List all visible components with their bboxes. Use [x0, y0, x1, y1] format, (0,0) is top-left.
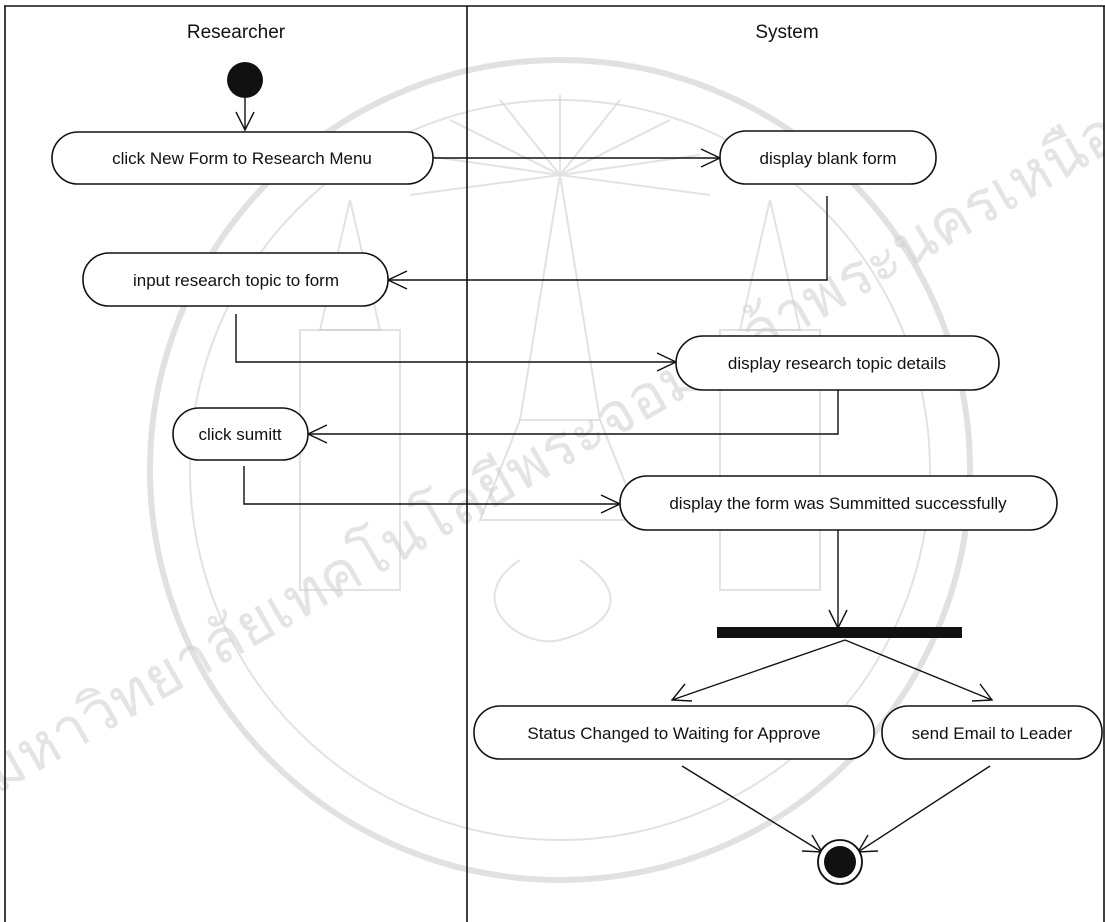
- action-label: input research topic to form: [133, 271, 339, 290]
- action-send-email: send Email to Leader: [881, 705, 1103, 760]
- initial-node: [227, 62, 263, 98]
- swimlane-frame: [4, 5, 1105, 922]
- arrowhead: [971, 683, 994, 702]
- edge-fork-to-status-changed: [671, 639, 846, 701]
- edge-send-email-to-final: [857, 765, 991, 853]
- edge-display-blank-form-to-input-topic: [388, 196, 828, 281]
- action-label: click sumitt: [198, 425, 281, 444]
- fork-bar: [717, 627, 962, 638]
- final-node: [817, 839, 863, 885]
- lane-title-researcher: Researcher: [187, 22, 286, 43]
- action-label: Status Changed to Waiting for Approve: [527, 724, 820, 743]
- arrowhead-start: [235, 111, 255, 132]
- action-input-topic: input research topic to form: [82, 252, 389, 307]
- action-display-topic-details: display research topic details: [675, 335, 1000, 391]
- action-display-submitted: display the form was Summitted successfu…: [619, 475, 1058, 531]
- action-click-submit: click sumitt: [172, 407, 309, 461]
- edge-display-details-to-click-submit: [308, 390, 839, 435]
- action-label: click New Form to Research Menu: [112, 149, 372, 168]
- action-display-blank-form: display blank form: [719, 130, 937, 185]
- action-label: send Email to Leader: [912, 724, 1073, 743]
- lane-title-system: System: [755, 22, 818, 43]
- action-click-new-form: click New Form to Research Menu: [51, 131, 434, 185]
- action-label: display research topic details: [728, 354, 946, 373]
- edge-input-topic-to-display-details: [235, 314, 676, 363]
- action-label: display blank form: [759, 149, 896, 168]
- edge-fork-to-send-email: [844, 639, 993, 701]
- action-status-changed: Status Changed to Waiting for Approve: [473, 705, 875, 760]
- edge-click-submit-to-display-submitted: [243, 466, 620, 505]
- action-label: display the form was Summitted successfu…: [669, 494, 1007, 513]
- watermark-text: มหาวิทยาลัยเทคโนโลยีพระจอมเกล้าพระนครเหน…: [0, 97, 1105, 808]
- edge-status-changed-to-final: [681, 765, 823, 853]
- arrowhead: [670, 683, 693, 702]
